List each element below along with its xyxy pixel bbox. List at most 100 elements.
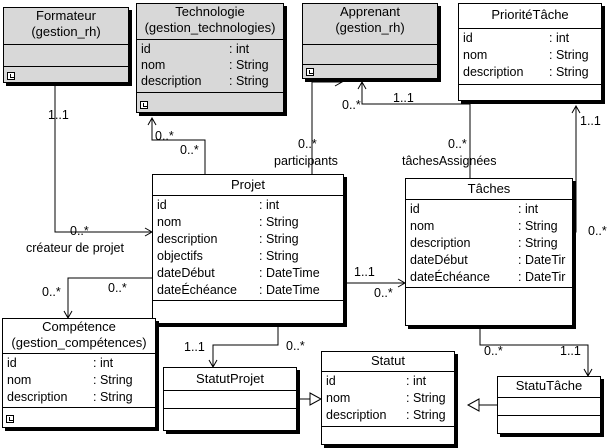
class-projet-title: Projet	[231, 177, 265, 192]
attr-type: : DateTime	[259, 266, 320, 280]
mult-formateur: 1..1	[48, 108, 69, 122]
arrow-technologie	[147, 116, 157, 126]
arrow-priorite	[571, 104, 581, 114]
mult-projet-taches-1: 1..1	[354, 265, 375, 279]
attr-type: : DateTime	[259, 283, 320, 297]
attr-name: id	[157, 198, 167, 212]
mult-createur: 0..*	[70, 224, 89, 238]
attr-name: description	[463, 65, 524, 79]
mult-statutprojet-1: 1..1	[184, 340, 205, 354]
attr-name: nom	[7, 373, 32, 387]
class-statut-title: Statut	[371, 353, 405, 368]
attr-name: nom	[157, 215, 182, 229]
class-apprenant[interactable]: Apprenant (gestion_rh)	[302, 3, 438, 79]
class-statut-projet-title: StatutProjet	[196, 371, 264, 386]
mult-priorite-2: 0..*	[588, 224, 607, 238]
generalization-statutprojet	[309, 392, 323, 406]
class-competence[interactable]: Compétence (gestion_compétences) id : in…	[2, 318, 156, 428]
attr-type: : String	[229, 74, 269, 88]
attr-name: description	[410, 236, 471, 250]
class-projet[interactable]: Projet id : int nom : String description…	[152, 174, 344, 324]
attr-type: : String	[518, 219, 558, 233]
class-statut[interactable]: Statut id : int nom : String description…	[321, 351, 455, 445]
attr-type: : String	[93, 390, 133, 404]
class-taches-title: Tâches	[467, 181, 511, 196]
attr-type: : String	[259, 249, 299, 263]
mult-statutache-2: 1..1	[560, 344, 581, 358]
class-priorite-tache[interactable]: PrioritéTâche id : int nom : String desc…	[458, 3, 602, 101]
attr-name: id	[141, 42, 151, 56]
stereotype-icon	[7, 72, 15, 80]
class-taches[interactable]: Tâches id : int nom : String description…	[405, 178, 573, 326]
attr-type: : int	[406, 374, 427, 388]
class-competence-package: (gestion_compétences)	[11, 335, 147, 350]
attr-name: id	[7, 356, 17, 370]
role-createur: créateur de projet	[26, 241, 124, 255]
class-formateur[interactable]: Formateur (gestion_rh)	[3, 7, 129, 83]
attr-name: dateÉchéance	[410, 270, 490, 284]
mult-competence-1: 0..*	[42, 285, 61, 299]
attr-type: : String	[93, 373, 133, 387]
mult-statutprojet-2: 0..*	[286, 339, 305, 353]
attr-type: : String	[259, 232, 299, 246]
mult-participants-top: 0..*	[342, 98, 361, 112]
attr-type: : DateTir	[518, 270, 566, 284]
attr-type: : String	[406, 391, 446, 405]
mult-competence-2: 0..*	[108, 281, 127, 295]
generalization-statutache	[466, 398, 480, 412]
attr-type: : String	[549, 65, 589, 79]
edge-participants	[311, 81, 342, 176]
class-technologie-title: Technologie	[175, 4, 245, 19]
mult-projet-taches-2: 0..*	[374, 286, 393, 300]
attr-name: description	[326, 408, 387, 422]
attr-name: description	[141, 74, 202, 88]
mult-taches-assignees: 0..*	[448, 137, 467, 151]
edge-taches-statutache	[479, 327, 589, 376]
attr-type: : String	[229, 58, 269, 72]
stereotype-icon	[306, 68, 314, 76]
edge-technologie-projet	[151, 118, 206, 176]
class-apprenant-package: (gestion_rh)	[335, 20, 405, 35]
mult-participants: 0..*	[298, 137, 317, 151]
class-technologie-package: (gestion_technologies)	[144, 20, 276, 35]
attr-name: nom	[141, 58, 166, 72]
attr-name: description	[157, 232, 218, 246]
class-formateur-package: (gestion_rh)	[31, 24, 101, 39]
class-statut-projet[interactable]: StatutProjet	[163, 367, 297, 431]
class-priorite-tache-title: PrioritéTâche	[491, 7, 569, 22]
attr-name: objectifs	[157, 249, 203, 263]
mult-technologie-2: 0..*	[180, 143, 199, 157]
class-statu-tache[interactable]: StatuTâche	[497, 376, 601, 434]
attr-type: : String	[406, 408, 446, 422]
mult-statutache-1: 0..*	[484, 344, 503, 358]
stereotype-icon	[140, 101, 148, 109]
attr-name: nom	[463, 48, 488, 62]
attr-type: : int	[549, 31, 570, 45]
attr-type: : String	[259, 215, 299, 229]
attr-name: dateDébut	[157, 266, 215, 280]
attr-name: dateDébut	[410, 253, 468, 267]
attr-name: id	[410, 202, 420, 216]
attr-type: : int	[259, 198, 280, 212]
attr-name: description	[7, 390, 68, 404]
attr-name: nom	[410, 219, 435, 233]
attr-name: id	[326, 374, 336, 388]
mult-taches-apprenant: 1..1	[393, 91, 414, 105]
class-statu-tache-title: StatuTâche	[515, 378, 583, 393]
arrow-apprenant-taches	[357, 80, 367, 90]
role-participants: participants	[274, 154, 338, 168]
edge-taches-assignees	[361, 82, 471, 178]
class-formateur-title: Formateur	[36, 8, 96, 23]
stereotype-icon	[6, 415, 14, 423]
mult-technologie-1: 0..*	[155, 129, 174, 143]
class-apprenant-title: Apprenant	[340, 4, 400, 19]
attr-name: id	[463, 31, 473, 45]
attr-name: nom	[326, 391, 351, 405]
class-technologie[interactable]: Technologie (gestion_technologies) id : …	[136, 3, 284, 113]
role-taches-assignees: tâchesAssignées	[402, 154, 497, 168]
edge-projet-competence	[67, 277, 152, 318]
class-competence-title: Compétence	[42, 319, 116, 334]
attr-type: : DateTir	[518, 253, 566, 267]
edge-projet-statutprojet	[212, 327, 279, 367]
